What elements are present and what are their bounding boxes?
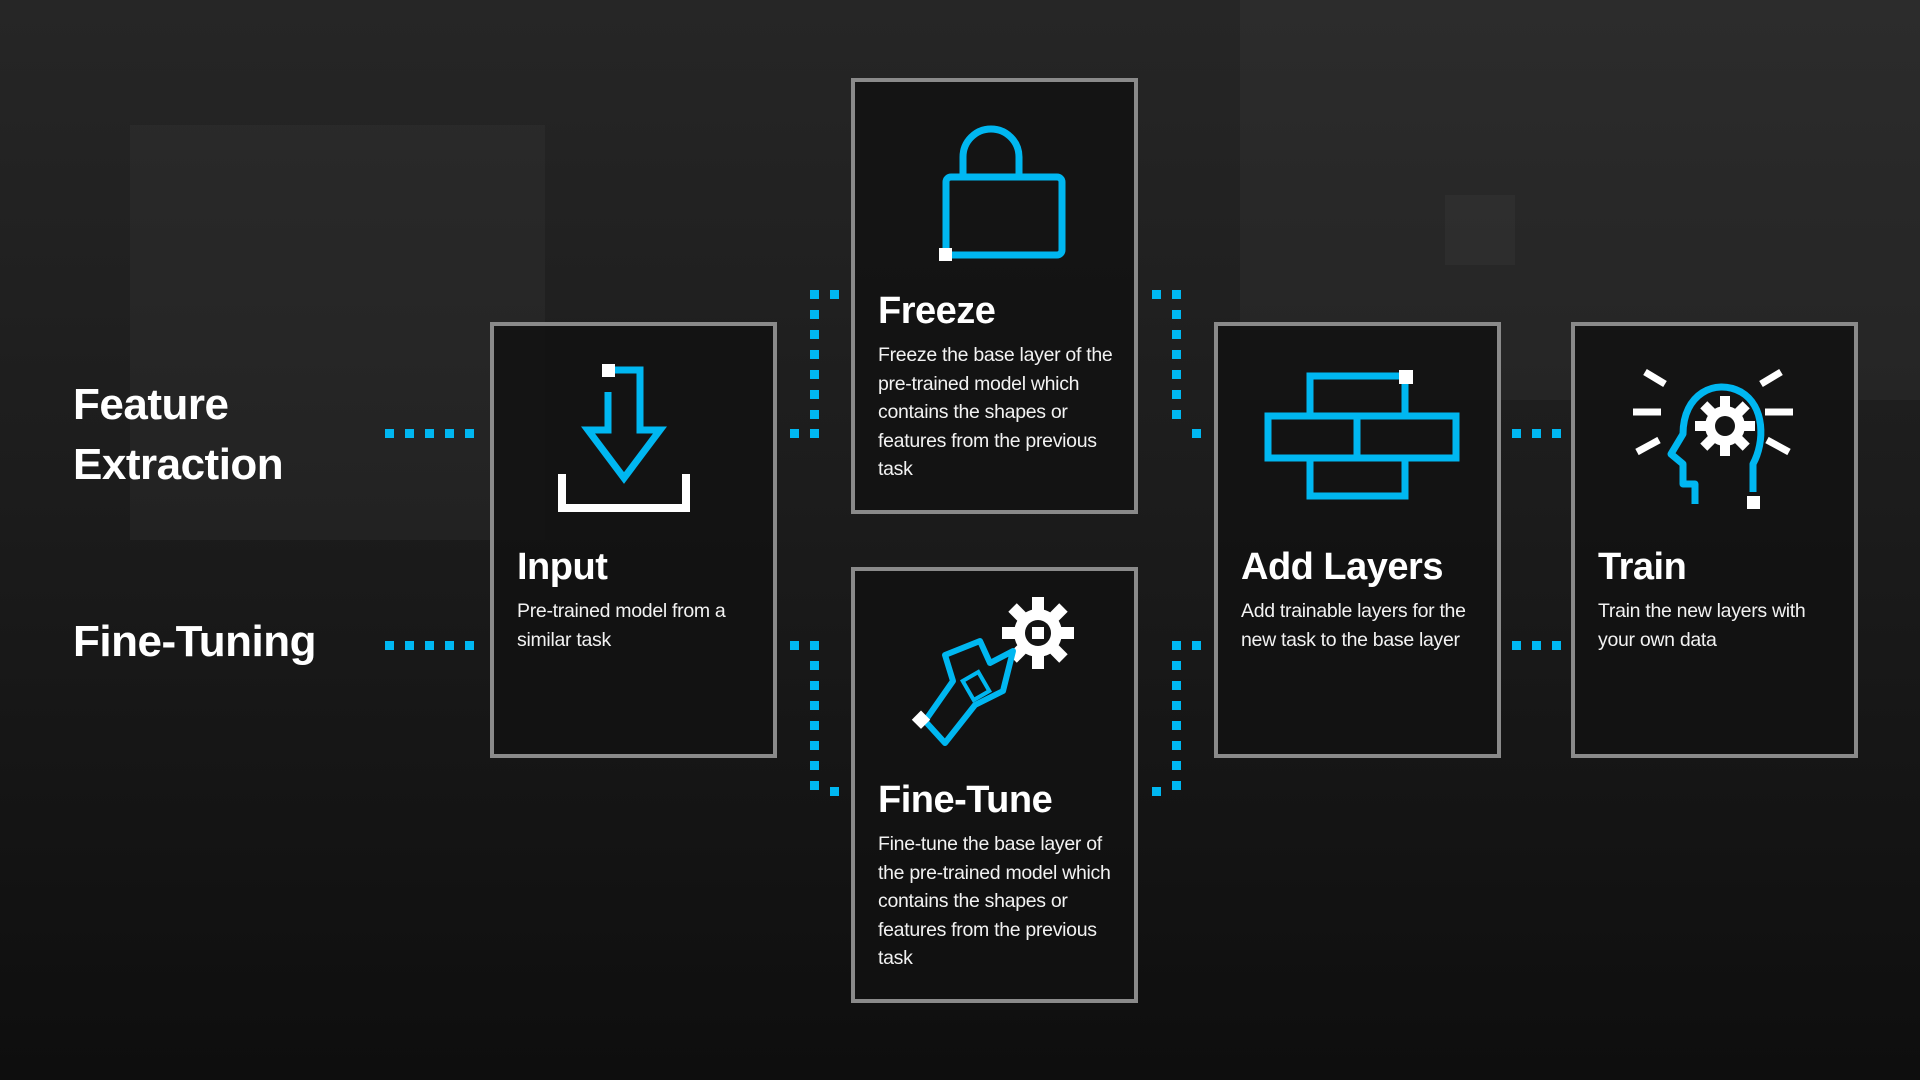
- connector-dot: [810, 641, 819, 650]
- connector-dot: [1552, 429, 1561, 438]
- input-title: Input: [517, 546, 608, 588]
- feature-label-line2: Extraction: [73, 440, 284, 489]
- connector-dot: [1552, 641, 1561, 650]
- connector-dot: [810, 761, 819, 770]
- fine-tune-card: Fine-Tune Fine-tune the base layer of th…: [851, 567, 1138, 1003]
- connector-dot: [1512, 641, 1521, 650]
- connector-dot: [465, 641, 474, 650]
- connector-dot: [425, 641, 434, 650]
- fine-tune-description: Fine-tune the base layer of the pre-trai…: [878, 833, 1111, 969]
- connector-dot: [1172, 310, 1181, 319]
- connector-dot: [810, 390, 819, 399]
- input-description: Pre-trained model from a similar task: [517, 600, 726, 651]
- download-icon: [558, 364, 690, 512]
- connector-dot: [1532, 429, 1541, 438]
- connector-dot: [445, 429, 454, 438]
- connector-dot: [1172, 661, 1181, 670]
- connector-dot: [1172, 641, 1181, 650]
- feature-extraction-label: Feature Extraction: [73, 375, 284, 495]
- connector-dot: [1172, 701, 1181, 710]
- connector-dot: [810, 410, 819, 419]
- freeze-card: Freeze Freeze the base layer of the pre-…: [851, 78, 1138, 514]
- connector-dot: [385, 429, 394, 438]
- connector-dot: [810, 350, 819, 359]
- connector-dot: [810, 290, 819, 299]
- fine-tune-title: Fine-Tune: [878, 779, 1053, 821]
- connector-dot: [810, 330, 819, 339]
- connector-dot: [1172, 761, 1181, 770]
- train-title: Train: [1598, 546, 1687, 588]
- connector-dot: [1172, 290, 1181, 299]
- layers-bricks-icon: [1264, 370, 1460, 500]
- connector-dot: [445, 641, 454, 650]
- connector-dot: [830, 787, 839, 796]
- connector-dot: [810, 429, 819, 438]
- train-card: Train Train the new layers with your own…: [1571, 322, 1858, 758]
- connector-dot: [830, 290, 839, 299]
- connector-dot: [1172, 390, 1181, 399]
- connector-dot: [1172, 370, 1181, 379]
- freeze-description: Freeze the base layer of the pre-trained…: [878, 344, 1113, 480]
- connector-dot: [425, 429, 434, 438]
- fine-tuning-label: Fine-Tuning: [73, 617, 316, 666]
- connector-dot: [1172, 781, 1181, 790]
- add-layers-description: Add trainable layers for the new task to…: [1241, 600, 1466, 651]
- connector-dot: [790, 429, 799, 438]
- connector-dot: [1172, 721, 1181, 730]
- add-layers-title: Add Layers: [1241, 546, 1443, 588]
- connector-dot: [465, 429, 474, 438]
- connector-dot: [810, 781, 819, 790]
- connector-dot: [385, 641, 394, 650]
- feature-label-line1: Feature: [73, 380, 229, 429]
- input-card: Input Pre-trained model from a similar t…: [490, 322, 777, 758]
- train-description: Train the new layers with your own data: [1598, 600, 1806, 651]
- connector-dot: [810, 701, 819, 710]
- connector-dot: [1172, 741, 1181, 750]
- connector-dot: [1192, 429, 1201, 438]
- connector-dot: [1532, 641, 1541, 650]
- connector-dot: [405, 641, 414, 650]
- connector-dot: [1512, 429, 1521, 438]
- connector-dot: [1172, 350, 1181, 359]
- connector-dot: [810, 721, 819, 730]
- connector-dot: [790, 641, 799, 650]
- wrench-gear-icon: [911, 597, 1074, 746]
- connector-dot: [1192, 641, 1201, 650]
- connector-dot: [810, 741, 819, 750]
- connector-dot: [1172, 410, 1181, 419]
- connector-dot: [405, 429, 414, 438]
- head-gear-icon: [1633, 368, 1793, 509]
- connector-dot: [1152, 290, 1161, 299]
- connector-dot: [1172, 330, 1181, 339]
- add-layers-card: Add Layers Add trainable layers for the …: [1214, 322, 1501, 758]
- connector-dot: [1152, 787, 1161, 796]
- freeze-title: Freeze: [878, 290, 996, 332]
- connector-dot: [810, 661, 819, 670]
- lock-icon: [939, 125, 1066, 261]
- connector-dot: [810, 681, 819, 690]
- connector-dot: [810, 370, 819, 379]
- connector-dot: [810, 310, 819, 319]
- connector-dot: [1172, 681, 1181, 690]
